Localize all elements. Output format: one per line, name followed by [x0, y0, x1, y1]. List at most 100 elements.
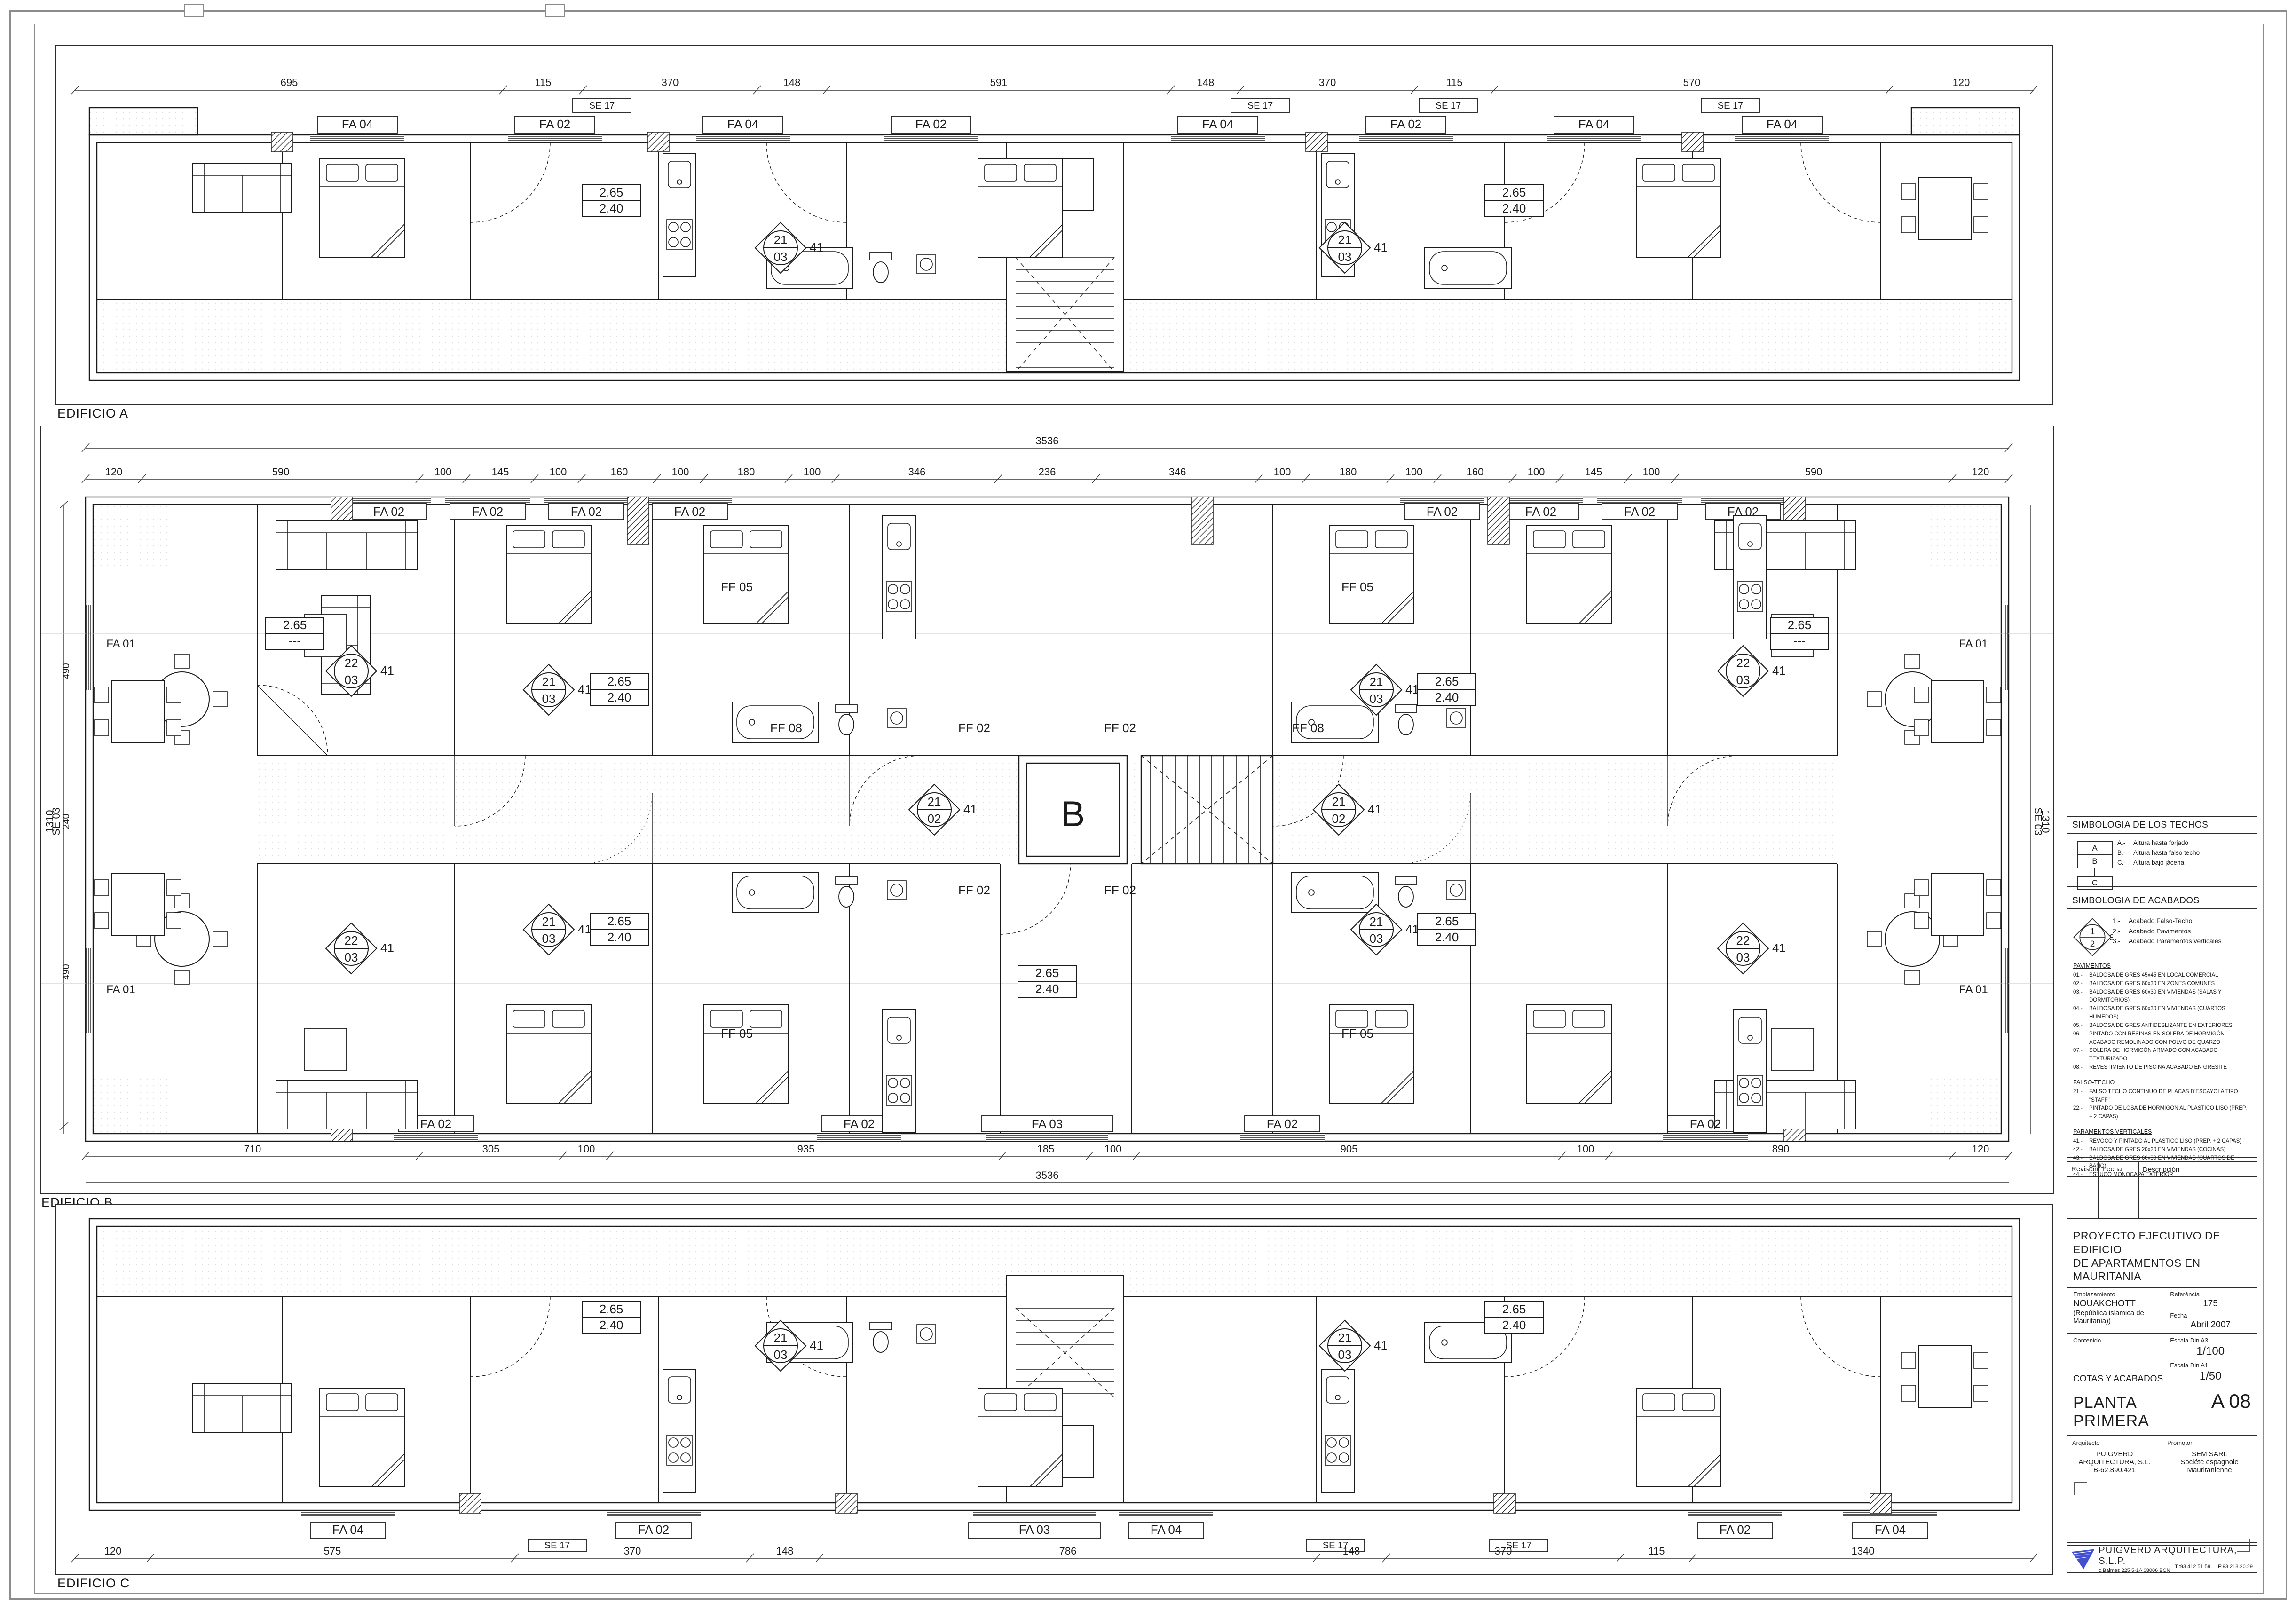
plan-text: 575 — [324, 1545, 341, 1557]
plan-text: 2.65 — [283, 618, 307, 632]
plan-text: FA 04 — [342, 117, 373, 131]
plan-text: FA 04 — [1875, 1523, 1906, 1537]
plan-text: 2.65 — [608, 674, 631, 688]
plan-text: 41 — [578, 922, 592, 936]
label-edificio-c: EDIFICIO C — [57, 1576, 130, 1590]
plan-text: 2.65 — [1502, 1302, 1526, 1316]
diam-symbol — [1717, 923, 1769, 974]
plan-text: FA 02 — [1427, 505, 1458, 519]
legend-acabados: SIMBOLOGIA DE ACABADOS 1 2 3 1.-Acabado … — [2067, 892, 2257, 1177]
plan-text: FF 05 — [1341, 580, 1373, 594]
plan-text: 145 — [1585, 466, 1602, 478]
plan-text: SE 17 — [1323, 1540, 1348, 1551]
plan-text: 41 — [1772, 941, 1786, 955]
plan-text: 370 — [1319, 77, 1336, 88]
plan-text: 145 — [492, 466, 509, 478]
plan-text: 590 — [1805, 466, 1823, 478]
plan-text: 100 — [1274, 466, 1291, 478]
svg-text:3: 3 — [2109, 933, 2113, 943]
field-arquitecto: Arquitecto PUIGVERD ARQUITECTURA, S.L. B… — [2072, 1439, 2151, 1474]
plan-text: 2.65 — [1788, 618, 1812, 632]
plan-text: 346 — [908, 466, 926, 478]
plan-text: SE 17 — [1247, 101, 1273, 111]
plan-text: FA 02 — [1390, 117, 1422, 131]
legend-item: B.-Altura hasta falso techo — [2117, 849, 2200, 856]
revision-row-empty — [2067, 1177, 2257, 1198]
plan-text: FF 05 — [721, 580, 753, 594]
partitions — [454, 505, 1668, 1134]
height-boxes: 2.652.402.652.40 — [582, 1301, 1544, 1334]
plan-name: PLANTA PRIMERA — [2073, 1394, 2149, 1430]
plan-text: 2.40 — [608, 930, 631, 944]
plan-text: 2.40 — [1502, 1318, 1526, 1332]
plan-text: 03 — [1736, 950, 1750, 964]
acabados-section-pavimentos: PAVIMENTOS 01.-BALDOSA DE GRES 45x45 EN … — [2067, 958, 2257, 1075]
legend-item: 42.-BALDOSA DE GRES 20x20 EN VIVIENDAS (… — [2073, 1146, 2226, 1152]
svg-text:1: 1 — [2090, 927, 2095, 937]
plan-text: 03 — [1338, 250, 1352, 264]
finish-symbols: 2203412203412203412203412103412103412103… — [325, 645, 1786, 974]
plan-text: FA 02 — [1525, 505, 1557, 519]
plan-text: 305 — [482, 1143, 500, 1155]
plan-text: FA 02 — [539, 117, 571, 131]
plan-text: 185 — [1037, 1143, 1055, 1155]
plan-text: 03 — [1338, 1348, 1352, 1362]
plan-text: 41 — [1368, 802, 1381, 816]
techos-symbol: A B C — [2072, 838, 2117, 890]
plan-text: SE 03 — [2032, 807, 2044, 836]
legend-item: 3.-Acabado Paramentos verticales — [2113, 937, 2222, 945]
registration-tab — [545, 4, 565, 17]
dimension-chain — [71, 1553, 2038, 1563]
plan-text: 22 — [1736, 933, 1750, 947]
plan-text: --- — [289, 634, 301, 648]
diam-symbol — [523, 904, 575, 955]
stairs — [1140, 755, 1274, 865]
plan-text: 100 — [1105, 1143, 1122, 1155]
plan-text: FA 04 — [727, 117, 759, 131]
plan-text: 1310 — [2040, 810, 2051, 833]
diam-symbol — [325, 923, 377, 974]
plan-text: 2.65 — [1435, 914, 1459, 928]
plan-text: 41 — [578, 682, 592, 696]
wall-piers — [459, 1493, 1892, 1514]
plan-text: 100 — [550, 466, 567, 478]
diam-symbol — [1717, 645, 1769, 697]
plan-text: 180 — [738, 466, 755, 478]
plan-text: 1340 — [1852, 1545, 1875, 1557]
svg-text:2: 2 — [2090, 939, 2095, 949]
plan-text: 41 — [1405, 922, 1419, 936]
plan-text: 2.40 — [1435, 690, 1459, 704]
plan-text: FA 04 — [1202, 117, 1234, 131]
plan-text: 370 — [1495, 1545, 1512, 1557]
plan-text: 710 — [244, 1143, 261, 1155]
plan-text: FF 02 — [1104, 721, 1136, 735]
plan-text: FF 02 — [1104, 883, 1136, 897]
height-boxes: 2.65---2.65---2.652.402.652.402.652.402.… — [265, 617, 1829, 998]
legend-acabados-title: SIMBOLOGIA DE ACABADOS — [2067, 892, 2257, 909]
legend-item: 01.-BALDOSA DE GRES 45x45 EN LOCAL COMER… — [2073, 972, 2218, 978]
windows — [310, 98, 1829, 142]
plan-text: 2.65 — [600, 185, 623, 199]
plan-text: 21 — [542, 675, 556, 689]
plan-text: 490 — [61, 663, 71, 679]
plan-text: FA 02 — [915, 117, 947, 131]
puigverd-logo-icon — [2071, 1549, 2095, 1570]
plan-text: 120 — [1972, 1143, 1989, 1155]
legend-techos: SIMBOLOGIA DE LOS TECHOS A B C A.-Altura… — [2067, 816, 2257, 890]
legend-item: 2.-Acabado Pavimentos — [2113, 927, 2191, 935]
revision-table-header: Revisión Fecha Descripción — [2067, 1162, 2257, 1177]
plan-text: FA 02 — [638, 1523, 670, 1537]
plan-text: 1310 — [44, 810, 55, 833]
plan-text: 370 — [662, 77, 679, 88]
plan-text: FA 02 — [1728, 505, 1759, 519]
plan-text: 100 — [1528, 466, 1545, 478]
